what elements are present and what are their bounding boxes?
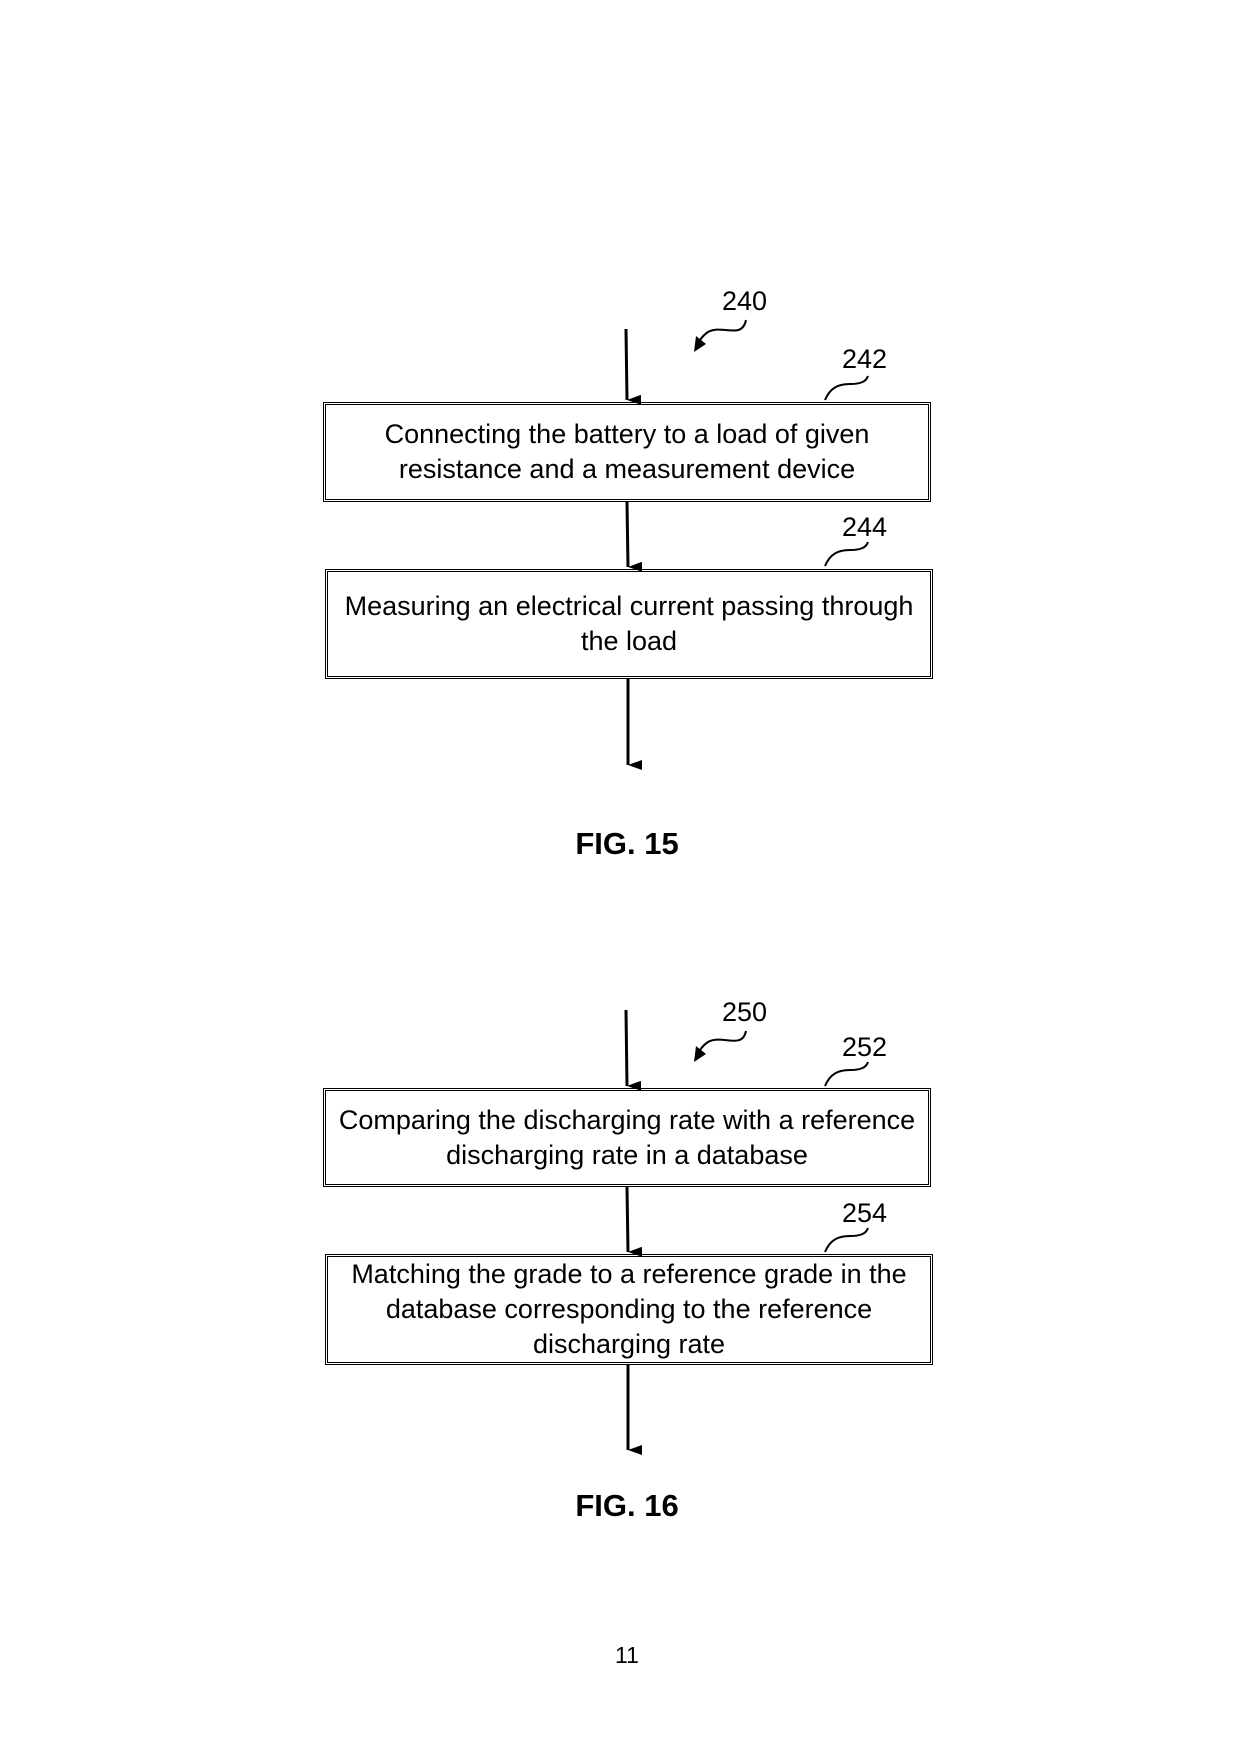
ref-label-254: 254 <box>842 1198 888 1228</box>
step-box-252: Comparing the discharging rate with a re… <box>323 1088 931 1187</box>
step-text: Matching the grade to a reference grade … <box>351 1259 907 1359</box>
ref-label-240: 240 <box>722 286 768 316</box>
ref-leader-244 <box>824 541 869 567</box>
step-box-244: Measuring an electrical current passing … <box>325 569 933 679</box>
figure-caption: FIG. 15 <box>575 826 679 861</box>
ref-arrowhead-240 <box>694 336 706 352</box>
ref-label-242: 242 <box>842 344 888 374</box>
arrow-242-to-244 <box>625 501 643 572</box>
ref-label-250: 250 <box>722 997 768 1027</box>
step-text: Connecting the battery to a load of give… <box>384 419 870 484</box>
arrow-252-to-254 <box>625 1186 643 1257</box>
entry-arrow <box>624 328 642 405</box>
ref-leader-254 <box>824 1227 869 1253</box>
ref-label-244: 244 <box>842 512 888 542</box>
ref-label-252: 252 <box>842 1032 888 1062</box>
step-text: Measuring an electrical current passing … <box>344 591 914 656</box>
ref-leader-252 <box>824 1061 869 1087</box>
ref-arrowhead-250 <box>694 1046 706 1062</box>
page-number: 11 <box>615 1642 639 1668</box>
step-box-242: Connecting the battery to a load of give… <box>323 402 931 502</box>
figure-caption: FIG. 16 <box>575 1488 679 1523</box>
step-text: Comparing the discharging rate with a re… <box>338 1104 916 1170</box>
step-box-254: Matching the grade to a reference grade … <box>325 1254 933 1365</box>
entry-arrow <box>624 1009 642 1091</box>
